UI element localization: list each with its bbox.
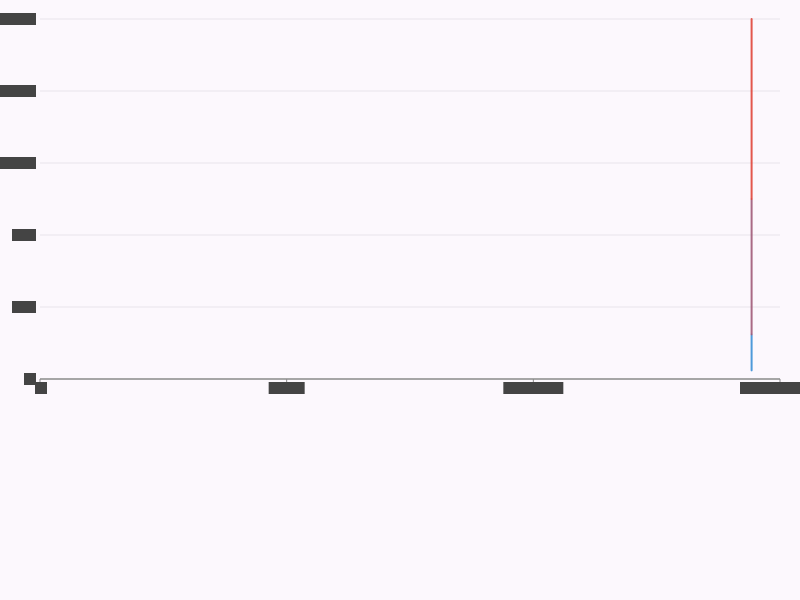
y-tick-label-3 xyxy=(0,157,36,169)
axis-layer xyxy=(0,13,800,394)
grid-layer xyxy=(40,18,780,308)
y-tick-label-5 xyxy=(0,13,36,25)
x-tick-label-2 xyxy=(503,382,564,394)
x-tick-label-0 xyxy=(35,382,47,394)
y-tick-label-1 xyxy=(12,301,36,313)
y-tick-label-2 xyxy=(12,229,36,241)
x-tick-label-1 xyxy=(268,382,305,394)
y-tick-label-0 xyxy=(24,373,36,385)
y-tick-label-4 xyxy=(0,85,36,97)
x-tick-label-3 xyxy=(740,382,800,394)
